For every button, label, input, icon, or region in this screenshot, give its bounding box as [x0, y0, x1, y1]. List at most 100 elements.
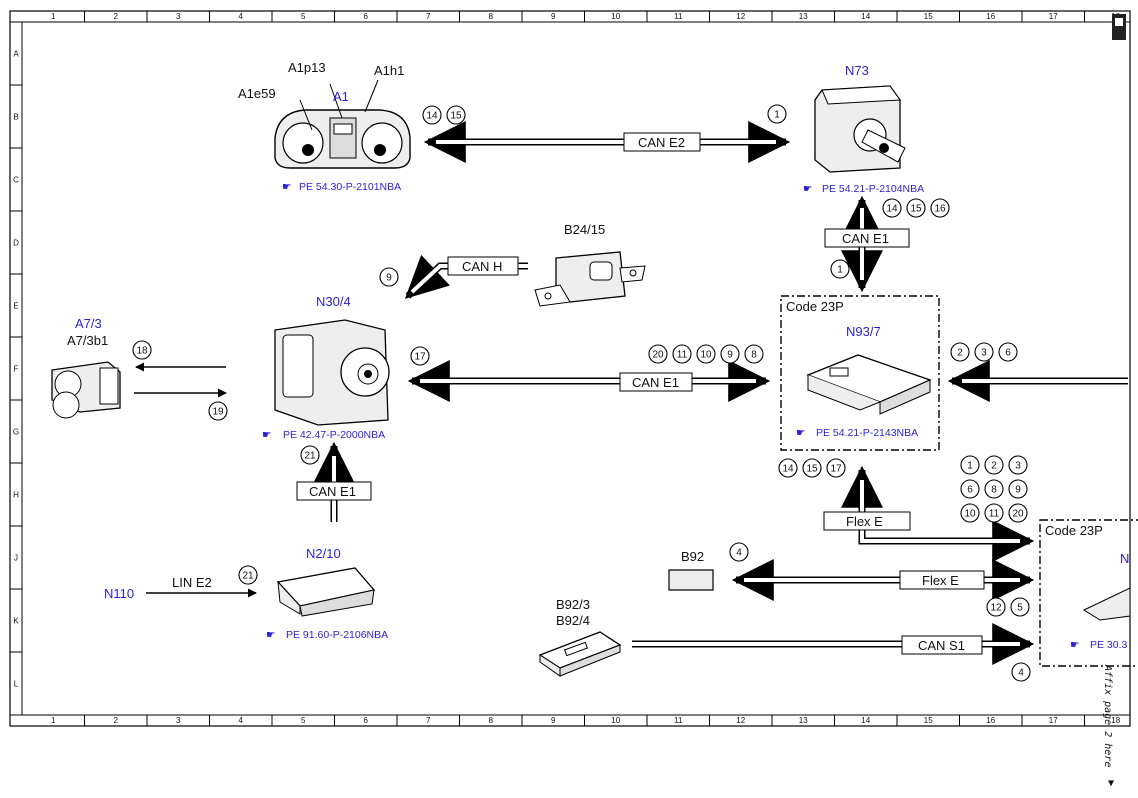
grid-column-label: 5 — [301, 12, 306, 21]
bus-flex-e-up — [823, 465, 1035, 562]
grid-column-ticks: 1122334455667788991010111112121313141415… — [51, 11, 1121, 726]
gateway-module-n93-7 — [806, 354, 932, 415]
bus-label-flex-e-b92: Flex E — [922, 573, 959, 588]
ref-link-right[interactable]: PE 30.3 — [1090, 639, 1128, 651]
signal-number: 8 — [991, 485, 997, 496]
signal-marker — [826, 458, 846, 478]
grid-row-label: D — [13, 239, 19, 248]
signal-marker — [744, 344, 764, 364]
bus-can-h — [404, 254, 528, 299]
signal-number: 21 — [304, 451, 316, 462]
component-label-n2-10: N2/10 — [306, 546, 341, 561]
signal-marker — [1008, 503, 1028, 523]
signal-number: 15 — [910, 204, 922, 215]
signal-number: 1 — [774, 110, 780, 121]
signal-number: 6 — [1005, 348, 1011, 359]
grid-column-label: 17 — [1049, 716, 1058, 725]
signal-marker — [300, 445, 320, 465]
signal-number: 15 — [450, 111, 462, 122]
ref-link-n73[interactable]: PE 54.21-P-2104NBA — [822, 183, 924, 195]
ref-link-a1[interactable]: PE 54.30-P-2101NBA — [299, 181, 401, 193]
signal-number: 16 — [934, 204, 946, 215]
grid-column-label: 8 — [489, 716, 494, 725]
grid-column-label: 10 — [611, 716, 620, 725]
signal-number: 9 — [386, 273, 392, 284]
grid-column-label: 16 — [986, 716, 995, 725]
esp-unit-n30-4 — [274, 319, 390, 426]
signal-marker — [960, 455, 980, 475]
grid-column-label: 7 — [426, 12, 431, 21]
signal-number: 3 — [981, 348, 987, 359]
signal-number: 20 — [652, 350, 664, 361]
bus-label-can-e2: CAN E2 — [638, 135, 685, 150]
signal-number: 4 — [1018, 668, 1024, 679]
instrument-cluster-a1 — [274, 109, 411, 169]
signal-number: 9 — [727, 350, 733, 361]
signal-number: 20 — [1012, 509, 1024, 520]
ref-link-n30-4[interactable]: PE 42.47-P-2000NBA — [283, 429, 385, 441]
grid-column-label: 12 — [736, 12, 745, 21]
signal-number: 9 — [1015, 485, 1021, 496]
callout-line-a1e59 — [299, 99, 313, 131]
grid-column-label: 14 — [861, 12, 870, 21]
component-sublabel-a7-3b1: A7/3b1 — [67, 333, 108, 348]
grid-column-label: 17 — [1049, 12, 1058, 21]
signal-number: 21 — [242, 571, 254, 582]
signal-number: 14 — [426, 111, 438, 122]
signal-marker — [960, 479, 980, 499]
signal-marker — [648, 344, 668, 364]
grid-column-label: 15 — [924, 716, 933, 725]
grid-column-label: 8 — [489, 12, 494, 21]
grid-row-label: L — [14, 680, 19, 689]
drawing-frame — [9, 10, 1131, 727]
grid-column-label: 16 — [986, 12, 995, 21]
signal-marker — [974, 342, 994, 362]
signal-number: 10 — [700, 350, 712, 361]
sensor-b24-15 — [534, 251, 646, 307]
signal-number: 11 — [989, 509, 1000, 520]
callout-line-a1p13 — [329, 83, 343, 119]
component-label-b92-4: B92/4 — [556, 613, 590, 628]
bus-label-flex-e-up: Flex E — [846, 514, 883, 529]
signal-marker — [986, 597, 1006, 617]
triangle-down-icon: ▼ — [1108, 778, 1114, 789]
component-label-n73: N73 — [845, 63, 869, 78]
signal-number: 17 — [414, 352, 426, 363]
signal-marker — [208, 401, 228, 421]
ref-link-n2-10[interactable]: PE 91.60-P-2106NBA — [286, 629, 388, 641]
signal-marker — [882, 198, 902, 218]
signal-marker — [930, 198, 950, 218]
signal-marker — [422, 105, 442, 125]
sensor-b92 — [668, 569, 714, 591]
bus-label-lin-e2: LIN E2 — [172, 575, 212, 590]
signal-number: 14 — [886, 204, 898, 215]
signal-marker — [1008, 455, 1028, 475]
grid-row-label: J — [14, 554, 18, 563]
grid-row-label: C — [13, 176, 19, 185]
component-label-n93-7: N93/7 — [846, 324, 881, 339]
grid-row-label: H — [13, 491, 19, 500]
hand-icon: ☛ — [282, 181, 291, 193]
signal-number: 14 — [782, 464, 794, 475]
grid-column-label: 13 — [799, 716, 808, 725]
hand-icon: ☛ — [796, 427, 805, 439]
signal-marker — [830, 259, 850, 279]
component-label-b92-3: B92/3 — [556, 597, 590, 612]
signal-number: 2 — [991, 461, 997, 472]
grid-column-label: 18 — [1111, 716, 1120, 725]
component-label-a1: A1 — [333, 89, 349, 104]
brake-booster-a7-3 — [51, 361, 121, 419]
signal-marker — [410, 346, 430, 366]
grid-column-label: 3 — [176, 716, 181, 725]
component-label-n110: N110 — [104, 586, 134, 601]
bus-can-e1-n30 — [296, 441, 372, 522]
signal-marker — [379, 267, 399, 287]
signal-marker — [672, 344, 692, 364]
sensor-b92-3 — [538, 631, 622, 677]
signal-marker — [238, 565, 258, 585]
signal-marker — [802, 458, 822, 478]
ref-link-n93-7[interactable]: PE 54.21-P-2143NBA — [816, 427, 918, 439]
signal-marker — [984, 455, 1004, 475]
